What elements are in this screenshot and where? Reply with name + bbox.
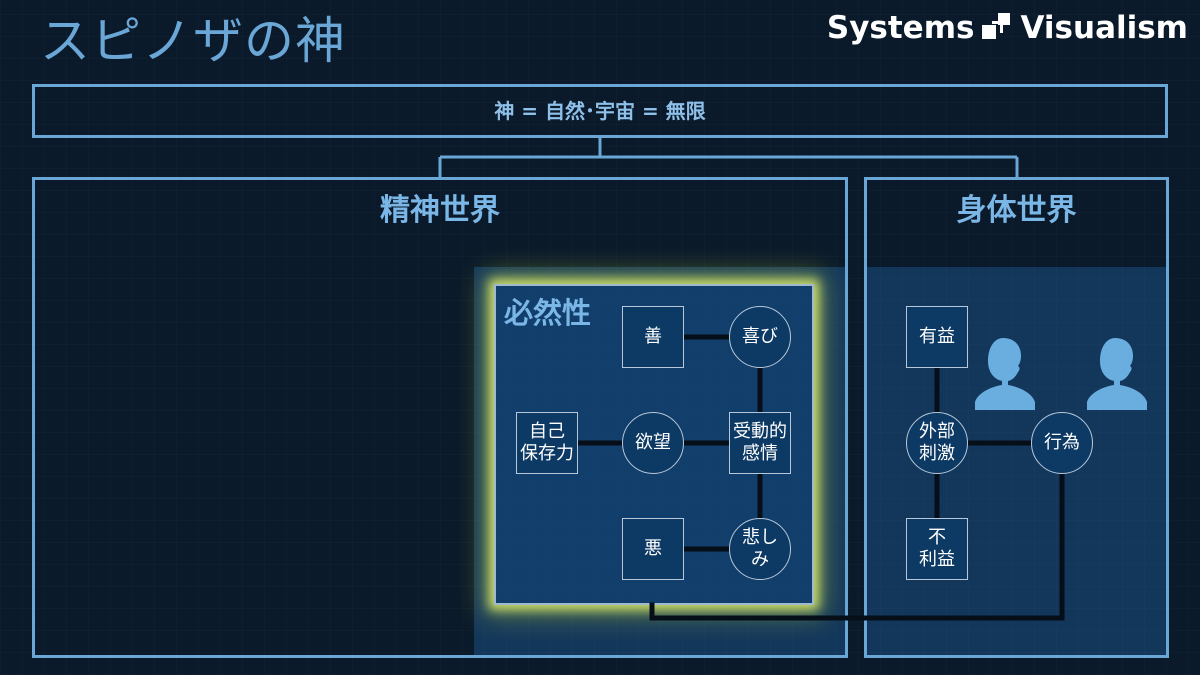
node-beneficial: 有益 [906,306,968,368]
logo-text-left: Systems [826,10,975,46]
logo-mark-icon [982,13,1012,43]
node-desire: 欲望 [622,412,684,474]
node-evil: 悪 [622,518,684,580]
necessity-label: 必然性 [504,296,592,330]
node-self-preservation-line2: 保存力 [520,443,574,464]
physical-world-label: 身体世界 [956,193,1077,228]
brand-logo: Systems Visualism [827,8,1188,48]
node-joy: 喜び [729,306,791,368]
person-icon [973,334,1037,410]
node-external-stimulus: 外部 刺激 [906,412,968,474]
node-sadness: 悲し み [729,518,791,580]
node-external-stimulus-line2: 刺激 [919,443,955,464]
node-harmful-line1: 不 [928,527,946,548]
node-sadness-line2: み [751,549,769,570]
logo-text-right: Visualism [1020,10,1188,46]
god-nature-box [32,84,1168,138]
node-passive-emotion-line1: 受動的 [733,421,787,442]
physical-world-frame [864,177,1169,658]
mental-world-frame [32,177,848,658]
node-self-preservation-line1: 自己 [529,421,565,442]
god-nature-label: 神 = 自然･宇宙 = 無限 [494,99,706,123]
node-passive-emotion: 受動的 感情 [729,412,791,474]
mental-world-label: 精神世界 [380,193,500,228]
node-self-preservation: 自己 保存力 [516,412,578,474]
node-harmful: 不 利益 [906,518,968,580]
node-harmful-line2: 利益 [919,549,955,570]
person-icon [1085,334,1149,410]
node-sadness-line1: 悲し [742,527,778,548]
page-title: スピノザの神 [40,12,346,70]
node-action: 行為 [1031,412,1093,474]
node-passive-emotion-line2: 感情 [742,443,778,464]
node-external-stimulus-line1: 外部 [919,421,955,442]
node-good: 善 [622,306,684,368]
